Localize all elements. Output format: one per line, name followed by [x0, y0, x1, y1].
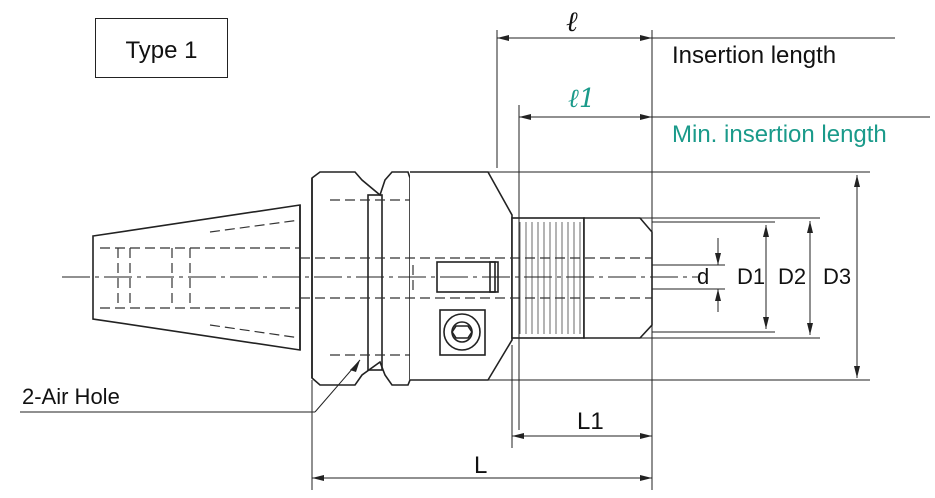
flange	[311, 171, 411, 386]
dim-D1: D1	[737, 264, 766, 289]
min-insertion-length-label: Min. insertion length	[672, 121, 887, 148]
side-screw-head	[439, 309, 486, 356]
insertion-length-label: Insertion length	[672, 42, 837, 69]
dim-L: L	[474, 452, 488, 479]
dim-L1: L1	[577, 408, 604, 435]
dim-D2: D2	[778, 264, 807, 289]
type-label-box: Type 1	[95, 18, 228, 78]
collet-nose	[583, 217, 653, 339]
dim-d: d	[697, 264, 710, 289]
type-label: Type 1	[125, 37, 198, 64]
threaded-nut	[511, 217, 585, 339]
air-hole-label: 2-Air Hole	[22, 384, 120, 409]
min-insertion-length-symbol: ℓ1	[568, 84, 596, 114]
insertion-length-symbol: ℓ	[566, 5, 578, 38]
dim-D3: D3	[823, 264, 852, 289]
